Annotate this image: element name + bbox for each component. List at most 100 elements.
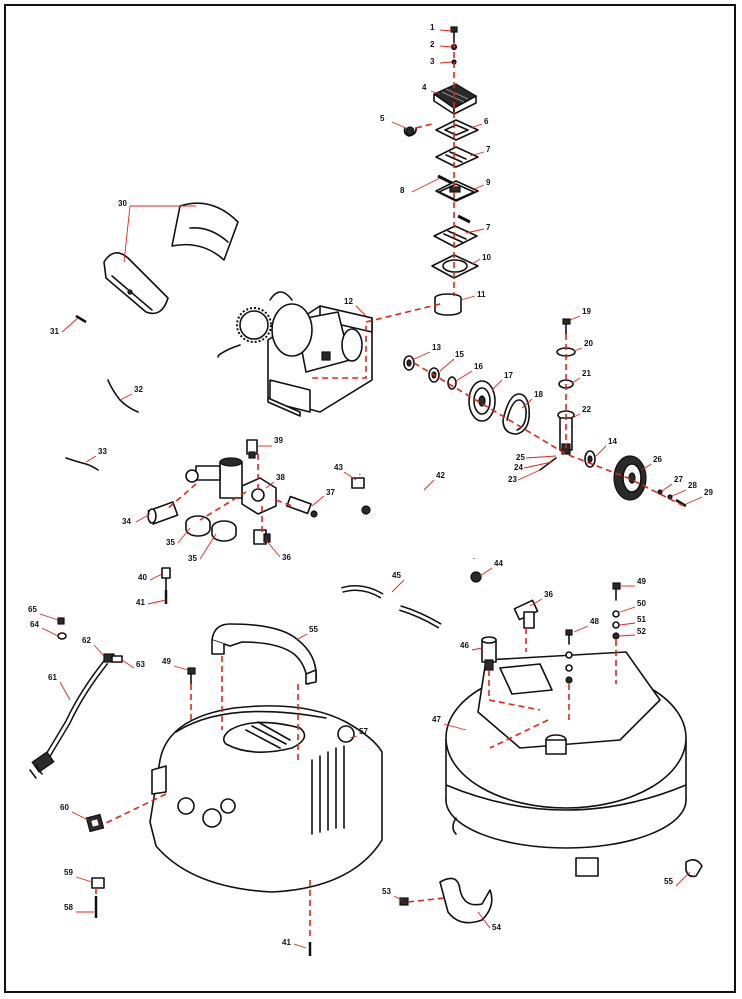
callout-c43: 43 bbox=[334, 463, 343, 472]
part-27-washer bbox=[657, 489, 663, 495]
callout-c51: 51 bbox=[637, 615, 646, 624]
part-38-manifold bbox=[241, 477, 277, 515]
assembly-line bbox=[415, 123, 433, 129]
callout-c47: 47 bbox=[432, 715, 441, 724]
leader-line bbox=[619, 606, 636, 613]
leader-line bbox=[121, 659, 135, 669]
part-7-reed-valve bbox=[435, 146, 479, 168]
leader-line bbox=[525, 455, 557, 459]
leader-line bbox=[411, 351, 431, 361]
part-39-pressure-switch bbox=[246, 439, 258, 459]
leader-line bbox=[641, 463, 652, 471]
part-54-foot-bracket bbox=[439, 877, 493, 924]
callout-c11: 11 bbox=[477, 290, 486, 299]
callout-c23: 23 bbox=[508, 475, 517, 484]
callout-c3: 3 bbox=[430, 57, 435, 66]
leader-line bbox=[573, 625, 589, 633]
callout-c25: 25 bbox=[516, 453, 525, 462]
callout-c34: 34 bbox=[122, 517, 131, 526]
part-36-elbow bbox=[253, 529, 271, 545]
callout-c65: 65 bbox=[28, 605, 37, 614]
leader-line bbox=[135, 513, 151, 523]
part-36-elbow-tank bbox=[513, 599, 539, 629]
leader-line bbox=[85, 455, 97, 463]
leader-line bbox=[471, 647, 483, 651]
part-53-screw bbox=[399, 897, 409, 906]
part-55-handle bbox=[211, 623, 317, 685]
leader-line bbox=[59, 681, 71, 701]
leader-line bbox=[61, 317, 79, 333]
callout-c32: 32 bbox=[134, 385, 143, 394]
leader-line bbox=[685, 496, 703, 505]
assembly-line bbox=[165, 454, 293, 534]
callout-c54: 54 bbox=[492, 923, 501, 932]
callout-c36b: 36 bbox=[544, 590, 553, 599]
callout-c33: 33 bbox=[98, 447, 107, 456]
callout-c16: 16 bbox=[474, 362, 483, 371]
callout-c30: 30 bbox=[118, 199, 127, 208]
leader-line bbox=[75, 876, 93, 883]
callout-c28: 28 bbox=[688, 481, 697, 490]
part-47-tank bbox=[445, 651, 687, 877]
part-pin-lower bbox=[457, 214, 471, 224]
leader-line bbox=[571, 377, 581, 384]
assembly-line bbox=[413, 362, 685, 507]
callout-c49b: 49 bbox=[162, 657, 171, 666]
callout-c17: 17 bbox=[504, 371, 513, 380]
leader-line bbox=[491, 379, 503, 391]
callout-c58: 58 bbox=[64, 903, 73, 912]
callout-c7b: 7 bbox=[486, 223, 491, 232]
part-60-switch bbox=[85, 813, 105, 833]
assembly-line bbox=[221, 656, 299, 760]
part-57-shroud-housing bbox=[149, 705, 383, 893]
part-16-ring bbox=[447, 376, 457, 390]
part-6-gasket bbox=[435, 119, 479, 141]
part-nut-small bbox=[361, 505, 371, 515]
callout-c45: 45 bbox=[392, 571, 401, 580]
part-59-clip bbox=[91, 877, 105, 889]
leader-line bbox=[173, 665, 189, 671]
part-19-screw bbox=[562, 318, 571, 335]
callout-c2: 2 bbox=[430, 40, 435, 49]
part-42-outlet-tube-inner bbox=[358, 459, 476, 558]
leader-line bbox=[479, 567, 493, 577]
part-48-screw bbox=[565, 629, 573, 684]
part-drawings bbox=[29, 26, 703, 956]
callout-c9: 9 bbox=[486, 178, 491, 187]
leader-line bbox=[675, 871, 691, 887]
callout-c42: 42 bbox=[436, 471, 445, 480]
leader-line bbox=[619, 622, 636, 626]
leader-line bbox=[471, 258, 481, 265]
leader-line bbox=[93, 644, 105, 657]
callout-c27: 27 bbox=[674, 475, 683, 484]
callout-c4: 4 bbox=[422, 83, 427, 92]
part-49-screw-shroud bbox=[187, 667, 196, 685]
callout-c49a: 49 bbox=[637, 577, 646, 586]
callout-c55a: 55 bbox=[309, 625, 318, 634]
callout-c40: 40 bbox=[138, 573, 147, 582]
part-23-25-fasteners bbox=[539, 457, 557, 471]
leader-line bbox=[443, 723, 467, 731]
callout-c29: 29 bbox=[704, 488, 713, 497]
part-65-screw bbox=[57, 617, 65, 625]
part-61-power-cord bbox=[29, 660, 109, 779]
callout-c41b: 41 bbox=[282, 938, 291, 947]
leader-line bbox=[517, 469, 541, 481]
leader-line bbox=[439, 45, 453, 48]
part-14-bearing bbox=[584, 450, 596, 468]
assembly-line bbox=[103, 793, 167, 825]
callout-c14: 14 bbox=[608, 437, 617, 446]
leader-line bbox=[439, 358, 455, 372]
leader-line bbox=[595, 445, 607, 457]
callout-c50: 50 bbox=[637, 599, 646, 608]
callout-c22: 22 bbox=[582, 405, 591, 414]
leader-line bbox=[460, 295, 476, 301]
leader-line bbox=[147, 599, 167, 605]
callout-c24: 24 bbox=[514, 463, 523, 472]
assembly-line bbox=[488, 628, 541, 711]
leader-line bbox=[293, 943, 307, 949]
callout-c38: 38 bbox=[276, 473, 285, 482]
part-5-elbow-fitting bbox=[403, 126, 417, 137]
leader-line bbox=[523, 461, 553, 469]
leader-line bbox=[469, 151, 485, 157]
